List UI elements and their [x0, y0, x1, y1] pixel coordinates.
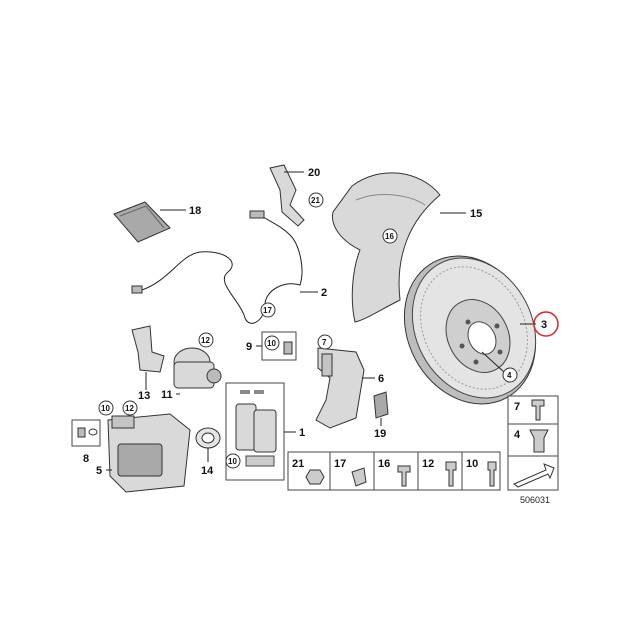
- callout-10a: 10: [267, 339, 276, 348]
- screw-icon: [397, 465, 411, 487]
- actuator-motor[interactable]: [173, 347, 222, 389]
- legend-label-2: 16: [378, 458, 390, 470]
- callout-10c: 10: [101, 404, 110, 413]
- brake-disc[interactable]: [379, 233, 561, 427]
- callout-16: 16: [385, 232, 394, 241]
- legend-label-4b: 4: [514, 429, 521, 441]
- callout-18: 18: [189, 205, 201, 217]
- sleeve-icon: [529, 429, 549, 453]
- callout-11: 11: [161, 389, 173, 401]
- grease-sachet[interactable]: [113, 201, 171, 243]
- doc-number: 506031: [520, 495, 550, 505]
- callout-12b: 12: [125, 404, 134, 413]
- caliper-housing[interactable]: [107, 413, 191, 493]
- callout-4: 4: [507, 371, 512, 380]
- wheel-bolt-icon: [531, 399, 545, 421]
- legend-label-3: 12: [422, 458, 434, 470]
- bolt-icon: [445, 461, 457, 487]
- callout-14: 14: [201, 465, 214, 477]
- highlight-circle: [533, 311, 559, 337]
- guide-bolt-icon: [487, 461, 497, 487]
- callout-8: 8: [83, 453, 89, 465]
- protection-plate[interactable]: [331, 172, 441, 323]
- callout-12: 12: [201, 336, 210, 345]
- brake-pads[interactable]: [235, 390, 277, 453]
- legend-label-7: 7: [514, 401, 520, 413]
- callout-15: 15: [470, 208, 482, 220]
- callout-6: 6: [378, 373, 384, 385]
- arrow-icon: [513, 463, 555, 488]
- legend-label-1: 17: [334, 458, 346, 470]
- callout-21: 21: [311, 196, 320, 205]
- caliper-carrier[interactable]: [315, 347, 365, 429]
- callout-17: 17: [263, 306, 272, 315]
- callout-10b: 10: [228, 457, 237, 466]
- callout-9: 9: [246, 341, 252, 353]
- callout-1: 1: [299, 427, 305, 439]
- callout-19: 19: [374, 428, 386, 440]
- seal-ring[interactable]: [195, 427, 221, 449]
- spring-clip[interactable]: [373, 391, 389, 419]
- bracket[interactable]: [269, 164, 305, 227]
- cable-clip-icon: [351, 467, 367, 487]
- legend-row: 21 17 16 12 10: [287, 451, 501, 491]
- callout-5: 5: [96, 465, 102, 477]
- callout-13: 13: [138, 390, 150, 402]
- callout-20: 20: [308, 167, 320, 179]
- wear-sensor[interactable]: [131, 210, 303, 324]
- legend-column: 7 4: [507, 395, 559, 491]
- callout-7: 7: [322, 338, 327, 347]
- nut-icon: [305, 469, 325, 485]
- callout-3: 3: [541, 319, 547, 331]
- legend-label-4: 10: [466, 458, 478, 470]
- legend-label-0: 21: [292, 458, 304, 470]
- callout-2: 2: [321, 287, 327, 299]
- actuator-bracket[interactable]: [131, 325, 165, 373]
